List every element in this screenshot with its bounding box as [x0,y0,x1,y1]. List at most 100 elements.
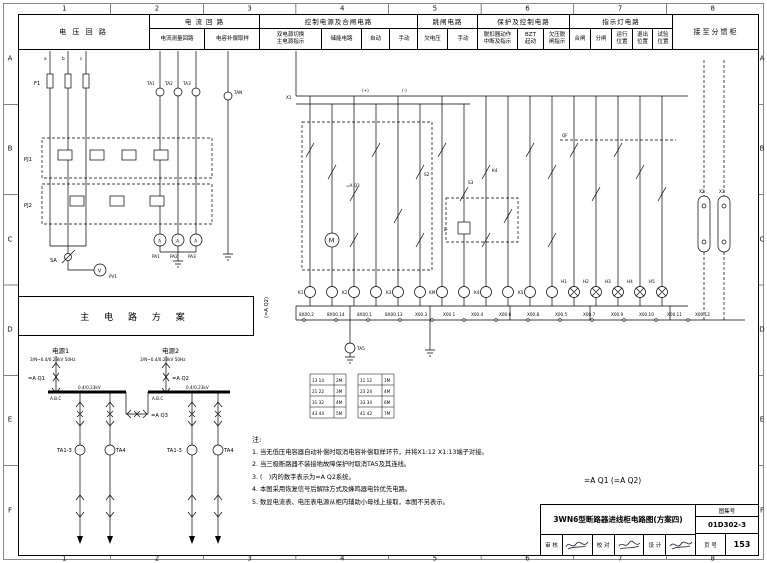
grid-ref: E [7,415,13,424]
header-sub-manual-trip: 手动 [457,35,469,42]
schematic-label: =A Q2 [172,376,189,382]
circuit-section-header: 电 压 回 路 电 流 回 路 电流测量回路 电容补偿取样 控制电源及合闸电路 … [18,14,759,50]
grid-ref: 8 [710,554,715,563]
schematic-label: (-) [402,88,407,93]
page-row: 页 号 153 [696,534,758,555]
schematic-label: PV1 [109,274,117,279]
grid-ref: 5 [432,554,438,563]
header-sub-manual: 手动 [398,35,410,42]
schematic-label: 31 32 [312,400,324,405]
schematic-label: 3/N~0.4/0.23kV 50Hz [30,357,76,362]
header-group-current: 电 流 回 路 电流测量回路 电容补偿取样 [150,14,260,49]
header-sub-test-position: 试验 位置 [657,32,669,45]
schematic-label: X00.6 [499,312,512,317]
schematic-label: =A Q1 [28,376,45,382]
header-sub-auto: 自动 [362,29,390,49]
design-label: 设 计 [644,535,667,555]
note-item-1: 1. 当无低压电容器自动补偿时取消电容补偿取样环节，并将X1:12 X1:13端… [252,448,488,456]
grid-ref: 2 [154,554,160,563]
schematic-label: X00.9 [611,312,624,317]
schematic-label: K1 [298,290,304,295]
header-sub-current-measure: 电流测量回路 [150,29,205,49]
grid-ref: 6 [525,554,530,563]
schematic-label: 8X00.14 [327,312,345,317]
signature-row: 审 核 校 对 设 计 [541,535,695,555]
grid-ref: 4 [339,4,345,13]
notes-block: 注: 1. 当无低压电容器自动补偿时取消电容补偿取样环节，并将X1:12 X1:… [252,434,554,509]
schematic-label: X00.3 [415,312,428,317]
schematic-label: PA3 [188,254,196,259]
header-sub-bzt-start: BZT 起动 [518,29,544,49]
schematic-label: KM [429,290,436,295]
schematic-label: 0.4/0.23kV [78,385,101,390]
schematic-label: X00.5 [555,312,568,317]
page-no: 153 [733,540,751,549]
schematic-label: 电源1 [52,346,69,355]
schematic-label: F1 [34,81,40,87]
schematic-label: X3 [719,189,725,194]
schematic-label: X00.7 [583,312,596,317]
schematic-label: H5 [649,279,655,284]
schematic-label: TA5 [356,346,365,351]
schematic-label: X00.1 [443,312,456,317]
review-label: 审 核 [541,535,563,555]
schematic-label: X2 [699,189,705,194]
schematic-label: S3 [468,180,474,185]
grid-ref: B [7,144,13,153]
schematic-label: =A Q3 [346,183,360,188]
check-signature [615,535,645,555]
header-to-feeder-label: 接至分馈柜 [693,27,739,36]
grid-ref: 5 [432,4,438,13]
schematic-label: SA [50,258,57,264]
grid-ref: A [759,54,765,63]
schematic-label: X00.10 [639,312,654,317]
grid-ref: 7 [617,4,623,13]
header-sub-run-position: 运行 位置 [612,29,633,49]
schematic-label: 41 42 [360,411,372,416]
header-sub-closed-lamp: 合闸 [570,29,591,49]
schematic-label: 3/N~0.4/0.23kV 50Hz [140,357,186,362]
header-trip-label: 跳闸电路 [418,14,477,29]
schematic-label: 电源2 [162,346,179,355]
schematic-label: QF [562,133,568,138]
schematic-label: TA1-3 [166,448,182,454]
header-protection-label: 保护及控制电路 [478,14,569,29]
header-group-control-close: 控制电源及合闸电路 双电源切换 主电源指示 储能电路 自动 手动 [260,14,418,49]
schematic-label: 33 34 [360,400,372,405]
grid-ref: D [7,325,13,334]
schematic-label: A.B.C [50,396,61,401]
schematic-label: =A Q3 [151,413,168,419]
grid-ref: 3 [247,554,252,563]
schematic-label: E- [444,227,449,232]
grid-ref: 1 [62,554,67,563]
check-label: 校 对 [593,535,615,555]
schematic-label: 23 24 [360,389,372,394]
atlas-no: 01D302-3 [696,517,758,534]
design-signature [666,535,695,555]
review-signature [563,535,593,555]
header-control-close-label: 控制电源及合闸电路 [260,14,417,29]
signature-scribble [565,541,589,550]
schematic-label: 8X00.1 [357,312,372,317]
schematic-label: 13 14 [312,378,324,383]
schematic-label: PA2 [170,254,178,259]
header-group-indicator-lamps: 指示灯电路 合闸 分闸 运行 位置 退出 位置 试验 位置 [570,14,673,49]
grid-ref: 3 [247,4,252,13]
header-group-trip: 跳闸电路 欠电压 手动 [418,14,478,49]
grid-ref: 7 [617,554,623,563]
schematic-label: H1 [561,279,567,284]
schematic-label: A.B.C [152,396,163,401]
schematic-label: 4M [336,400,343,405]
schematic-label: 0.4/0.23kV [186,385,209,390]
grid-ref: F [7,506,13,515]
schematic-label: X00.12 [695,312,710,317]
schematic-label: 21 22 [312,389,324,394]
header-sub-open-lamp: 分闸 [591,29,612,49]
title-block-left: 3WN6型断路器进线柜电路图(方案四) 审 核 校 对 设 计 [541,505,696,555]
signature-scribble [669,541,693,550]
system-reference: =A Q1 (=A Q2) [584,476,642,485]
schematic-label: 8X00.2 [299,312,314,317]
schematic-label: TA2 [164,81,173,86]
header-sub-energy-storage: 储能电路 [322,29,362,49]
